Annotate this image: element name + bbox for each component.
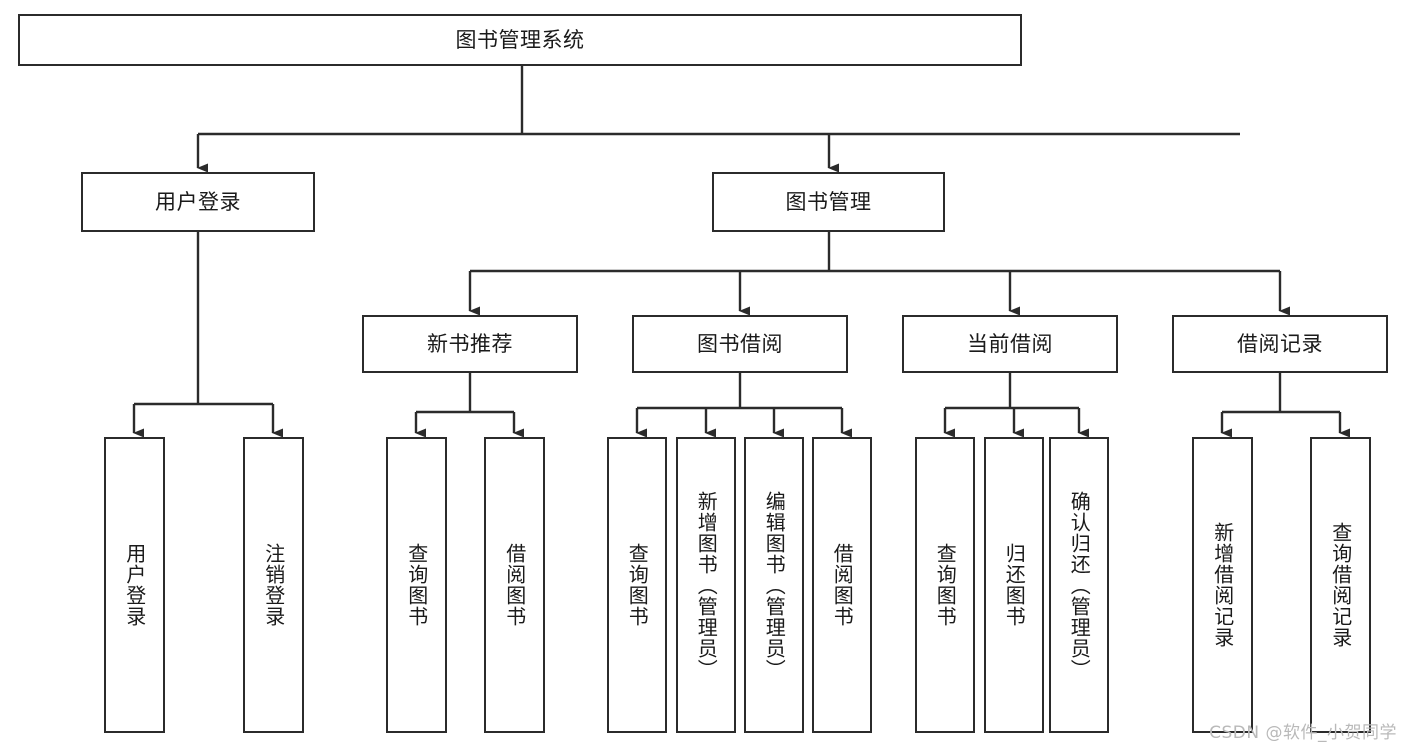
node-leaf-add-record[interactable]: 新增借阅记录	[1192, 437, 1253, 733]
node-label: 图书管理系统	[455, 27, 585, 52]
node-leaf-query-record[interactable]: 查询借阅记录	[1310, 437, 1371, 733]
node-label: 新书推荐	[427, 331, 513, 356]
node-label: 新增借阅记录	[1210, 522, 1235, 648]
node-label: 新增图书（管理员）	[694, 490, 719, 680]
node-label: 借阅图书	[830, 543, 855, 627]
node-label: 当前借阅	[967, 331, 1053, 356]
node-user-login[interactable]: 用户登录	[81, 172, 315, 232]
node-leaf-user-logout[interactable]: 注销登录	[243, 437, 304, 733]
node-label: 查询图书	[625, 543, 650, 627]
node-label: 编辑图书（管理员）	[762, 490, 787, 680]
node-label: 图书借阅	[697, 331, 783, 356]
node-book-borrow[interactable]: 图书借阅	[632, 315, 848, 373]
node-leaf-return-book[interactable]: 归还图书	[984, 437, 1044, 733]
node-new-book-recommend[interactable]: 新书推荐	[362, 315, 578, 373]
node-leaf-borrow-book-2[interactable]: 借阅图书	[812, 437, 872, 733]
node-root-system[interactable]: 图书管理系统	[18, 14, 1022, 66]
node-leaf-confirm-return[interactable]: 确认归还（管理员）	[1049, 437, 1109, 733]
node-label: 归还图书	[1002, 543, 1027, 627]
node-label: 借阅图书	[502, 543, 527, 627]
node-label: 查询图书	[404, 543, 429, 627]
node-leaf-edit-book[interactable]: 编辑图书（管理员）	[744, 437, 804, 733]
node-leaf-add-book[interactable]: 新增图书（管理员）	[676, 437, 736, 733]
node-leaf-query-book-2[interactable]: 查询图书	[607, 437, 667, 733]
node-borrow-record[interactable]: 借阅记录	[1172, 315, 1388, 373]
node-label: 查询借阅记录	[1328, 522, 1353, 648]
node-label: 查询图书	[933, 543, 958, 627]
node-current-borrow[interactable]: 当前借阅	[902, 315, 1118, 373]
node-label: 用户登录	[155, 189, 241, 214]
node-leaf-borrow-book-1[interactable]: 借阅图书	[484, 437, 545, 733]
csdn-watermark: CSDN @软件_小贺同学	[1209, 723, 1397, 743]
node-label: 图书管理	[785, 189, 872, 214]
node-label: 用户登录	[122, 543, 147, 627]
node-leaf-user-login[interactable]: 用户登录	[104, 437, 165, 733]
node-leaf-query-book-1[interactable]: 查询图书	[386, 437, 447, 733]
node-book-manage[interactable]: 图书管理	[712, 172, 945, 232]
node-label: 确认归还（管理员）	[1067, 490, 1092, 680]
node-label: 借阅记录	[1237, 331, 1323, 356]
node-label: 注销登录	[261, 543, 286, 627]
node-leaf-query-book-3[interactable]: 查询图书	[915, 437, 975, 733]
